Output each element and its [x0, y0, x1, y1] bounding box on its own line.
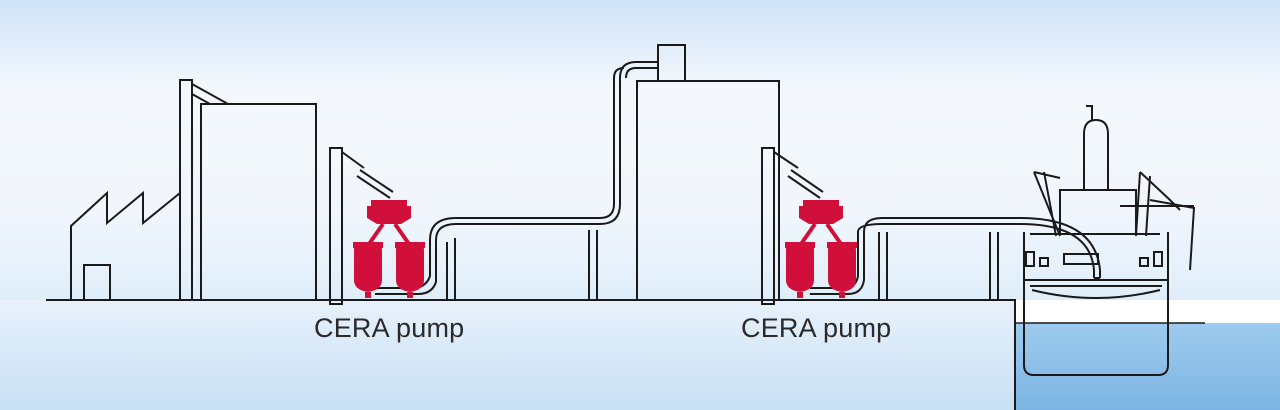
receiving-building	[636, 80, 780, 301]
pump-label-right: CERA pump	[741, 313, 892, 343]
rooftop-hopper	[657, 44, 686, 82]
storage-building-left	[200, 103, 317, 301]
pump-tower-right	[761, 147, 775, 305]
chute-left	[356, 169, 394, 199]
conveying-pipe-left-inner	[375, 67, 625, 289]
pipe-support	[989, 232, 999, 300]
factory-building	[70, 190, 181, 300]
ground	[0, 300, 1015, 410]
pipe-support	[446, 238, 456, 300]
conveying-pipe-right-outer	[810, 217, 1101, 295]
sky-background	[0, 0, 1280, 300]
ground-line	[46, 299, 1016, 410]
pump-tower-arm-right	[773, 151, 799, 169]
pump-tower-arm-left	[341, 151, 365, 169]
pump-label-left: CERA pump	[314, 313, 465, 343]
pump-tower-left	[329, 147, 343, 305]
silo-column-left	[179, 79, 193, 301]
factory-door	[83, 264, 111, 301]
chute-right	[787, 169, 824, 199]
silo-arm-left	[191, 83, 229, 105]
pipe-support	[588, 230, 598, 300]
cargo-ship	[1023, 105, 1196, 376]
conveying-pipe-left-outer	[375, 61, 658, 295]
sea-water	[1015, 323, 1280, 410]
pipe-support	[878, 232, 888, 300]
